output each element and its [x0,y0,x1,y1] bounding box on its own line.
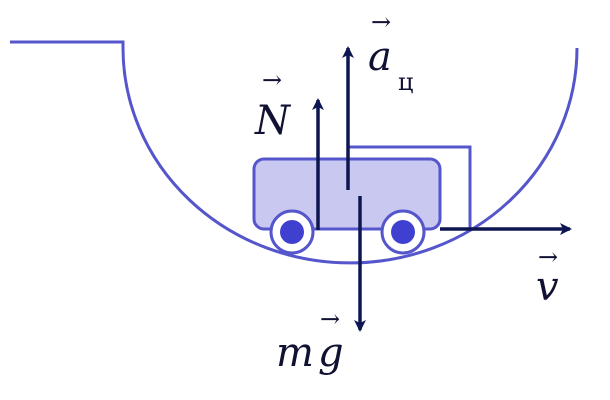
track-ledge [10,40,125,48]
acceleration-arrow-mark: → [371,8,391,36]
normal-force-arrow-mark: → [262,66,282,94]
track-bowl [121,47,579,265]
cart-outline-back [348,145,472,230]
wheel-left [269,209,315,255]
gravity-g: g [318,330,344,376]
gravity-m: m [276,330,314,376]
gravity-arrow-mark: → [320,305,340,333]
acceleration-symbol: a [368,34,392,80]
velocity-symbol: v [536,264,559,310]
label-gravity: → m g [276,305,344,376]
label-acceleration: → a ц [368,8,413,96]
wheel-right [380,209,426,255]
acceleration-subscript: ц [398,68,413,96]
label-normal-force: → N [254,66,292,144]
label-velocity: → v [536,243,559,310]
normal-force-symbol: N [254,98,292,144]
velocity-arrow-mark: → [538,243,558,271]
